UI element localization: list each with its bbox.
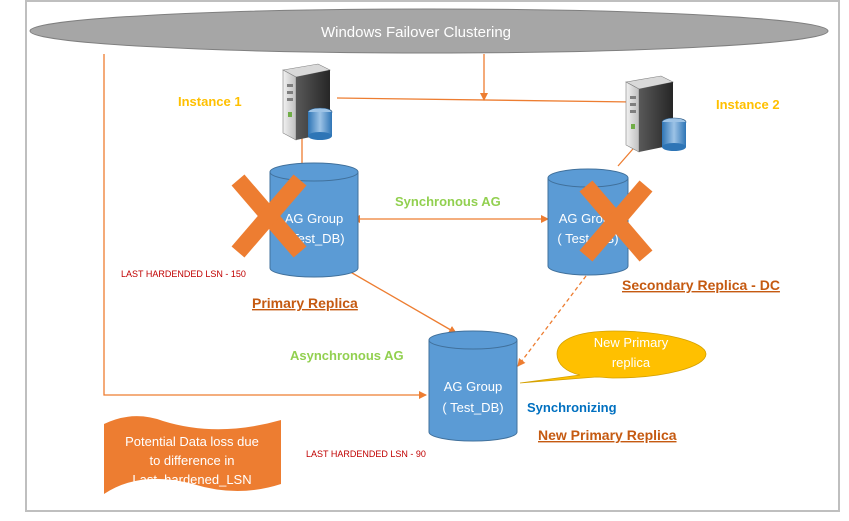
sync-ag-label: Synchronous AG xyxy=(395,194,501,209)
cluster-to-new-primary-arrow xyxy=(103,54,427,399)
instance-link-line xyxy=(336,97,634,103)
failover-dashed-arrow xyxy=(517,275,587,367)
secondary-role-label: Secondary Replica - DC xyxy=(622,277,780,293)
cluster-label: Windows Failover Clustering xyxy=(321,24,511,41)
new-primary-role-label: New Primary Replica xyxy=(538,427,677,443)
connectors xyxy=(103,54,647,399)
async-ag-label: Asynchronous AG xyxy=(290,348,404,363)
data-loss-note: Potential Data loss due to difference in… xyxy=(104,416,281,494)
async-link-arrow xyxy=(346,269,457,334)
cluster-banner: Windows Failover Clustering xyxy=(29,8,829,54)
primary-failed-cross-icon xyxy=(231,174,307,258)
instance1-label: Instance 1 xyxy=(178,94,242,109)
secondary-failed-cross-icon xyxy=(579,180,653,262)
new-primary-lsn-label: LAST HARDENDED LSN - 90 xyxy=(306,449,426,459)
note-line1: Potential Data loss due xyxy=(125,434,259,449)
instance2-label: Instance 2 xyxy=(716,97,780,112)
note-line2: to difference in xyxy=(149,453,234,468)
note-line3: Last_hardened_LSN xyxy=(132,472,251,487)
instance2-server-icon xyxy=(625,75,687,153)
primary-lsn-label: LAST HARDENDED LSN - 150 xyxy=(121,269,246,279)
primary-role-label: Primary Replica xyxy=(252,295,358,311)
synchronizing-status: Synchronizing xyxy=(527,400,617,415)
callout-line1: New Primary xyxy=(594,335,669,350)
instance1-server-icon xyxy=(282,63,333,141)
callout-line2: replica xyxy=(612,355,651,370)
primary-db-name: AG Group xyxy=(285,211,344,226)
new-primary-db: AG Group ( Test_DB) xyxy=(428,330,518,442)
new-primary-callout: New Primary replica xyxy=(519,330,707,384)
new-primary-db-sub: ( Test_DB) xyxy=(442,400,503,415)
new-primary-db-name: AG Group xyxy=(444,379,503,394)
